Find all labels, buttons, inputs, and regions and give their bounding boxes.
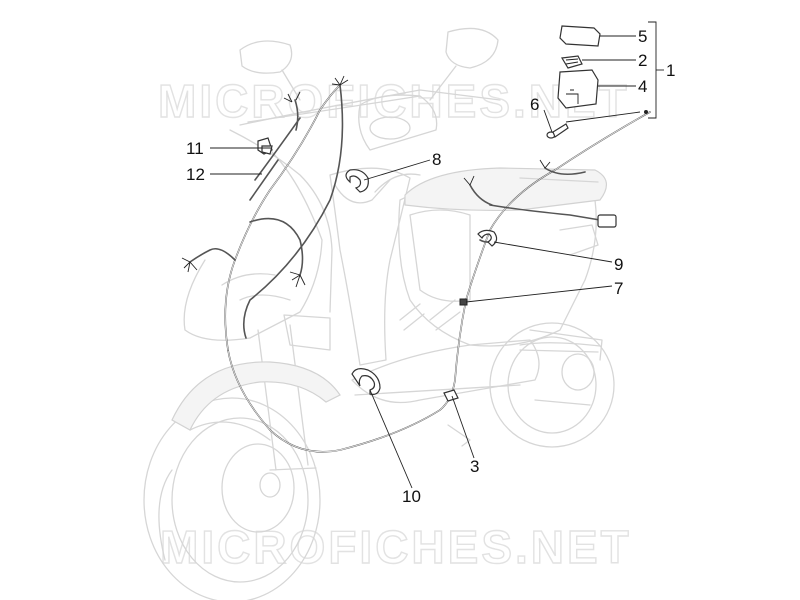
callout-9: 9 [614,255,623,274]
part-8-cable-tie [345,169,369,193]
part-2-fuse [561,55,583,69]
wiring-harness [189,84,651,453]
part-10-cable-tie [351,368,381,395]
callout-5: 5 [638,27,647,46]
watermark-top: MICROFICHES.NET [158,75,630,127]
part-5-fuse-cover [559,25,601,47]
scooter-outline [143,27,615,600]
leader-lines [210,21,664,489]
part-6-screw [546,123,569,139]
part-3-clamp [443,389,459,402]
part-12-cable [249,159,279,201]
callout-11: 11 [186,139,204,158]
callout-3: 3 [470,457,479,476]
callout-2: 2 [638,51,647,70]
callout-7: 7 [614,279,623,298]
part-4-fuse-box [557,69,599,109]
callout-8: 8 [432,150,441,169]
part-9-cable-tie [477,229,498,247]
wire-ends [181,75,617,288]
watermark-bottom: MICROFICHES.NET [160,521,632,573]
callout-6: 6 [530,95,539,114]
callout-1: 1 [666,61,675,80]
callout-10: 10 [402,487,421,506]
part-7-clip [459,298,468,306]
parts [249,25,601,402]
callout-4: 4 [638,77,647,96]
callout-12: 12 [186,165,205,184]
callouts: 5 2 4 1 6 11 12 8 9 7 3 10 [186,27,675,506]
